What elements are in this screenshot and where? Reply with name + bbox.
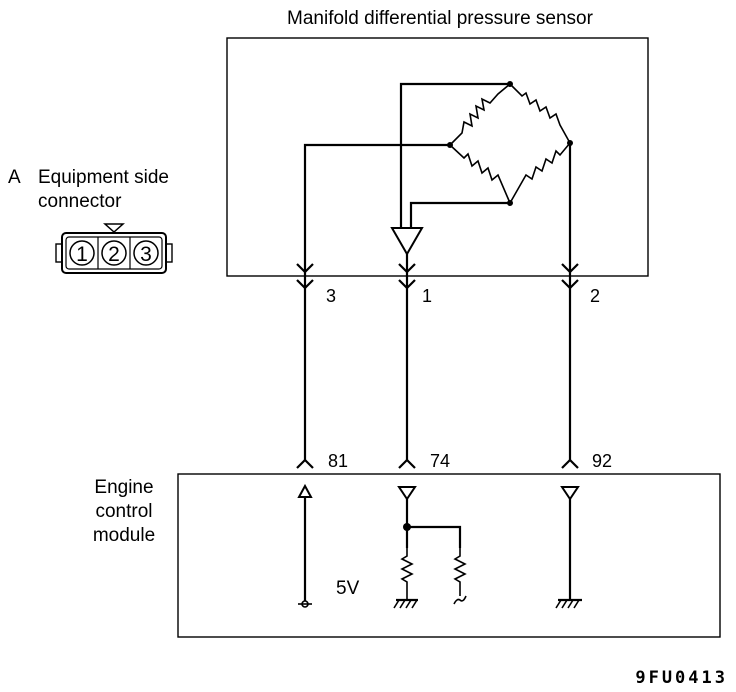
bridge-top-wire: [399, 82, 510, 228]
ecm-label-line3: module: [93, 525, 155, 546]
connector-label-line2: connector: [38, 191, 122, 212]
ecm-ground-circuit: [555, 486, 582, 609]
figure-code: 9FU0413: [635, 668, 728, 688]
ecm-label-line2: control: [95, 501, 152, 522]
ecm-terminal-carets: [296, 458, 579, 469]
connector-pin-3: 3: [140, 243, 152, 266]
sensor-pin-2-label: 2: [590, 286, 600, 306]
sensor-pin-3-label: 3: [326, 286, 336, 306]
bridge-left-wire: [303, 143, 450, 272]
ecm-terminal-92: 92: [592, 451, 612, 471]
connector-label-line1: Equipment side: [38, 167, 169, 188]
amplifier-symbol: [390, 227, 424, 257]
sensor-title: Manifold differential pressure sensor: [287, 8, 594, 29]
connector-pin-1: 1: [76, 243, 88, 266]
ecm-input-circuit: [393, 486, 467, 609]
connector-graphic: 1 2 3: [55, 223, 173, 274]
ecm-5v-supply: [297, 483, 313, 608]
ecm-terminal-81: 81: [328, 451, 348, 471]
ecm-label-line1: Engine: [94, 477, 153, 498]
connector-pin-2: 2: [108, 243, 120, 266]
ecm-box: [177, 473, 721, 638]
sensor-box: [226, 37, 649, 277]
resistor-bridge: [447, 81, 573, 206]
bridge-bottom-wire: [409, 201, 510, 228]
ecm-terminal-74: 74: [430, 451, 450, 471]
sensor-pin-1-label: 1: [422, 286, 432, 306]
ecm-voltage-label: 5V: [336, 578, 360, 599]
connector-letter: A: [8, 167, 21, 188]
